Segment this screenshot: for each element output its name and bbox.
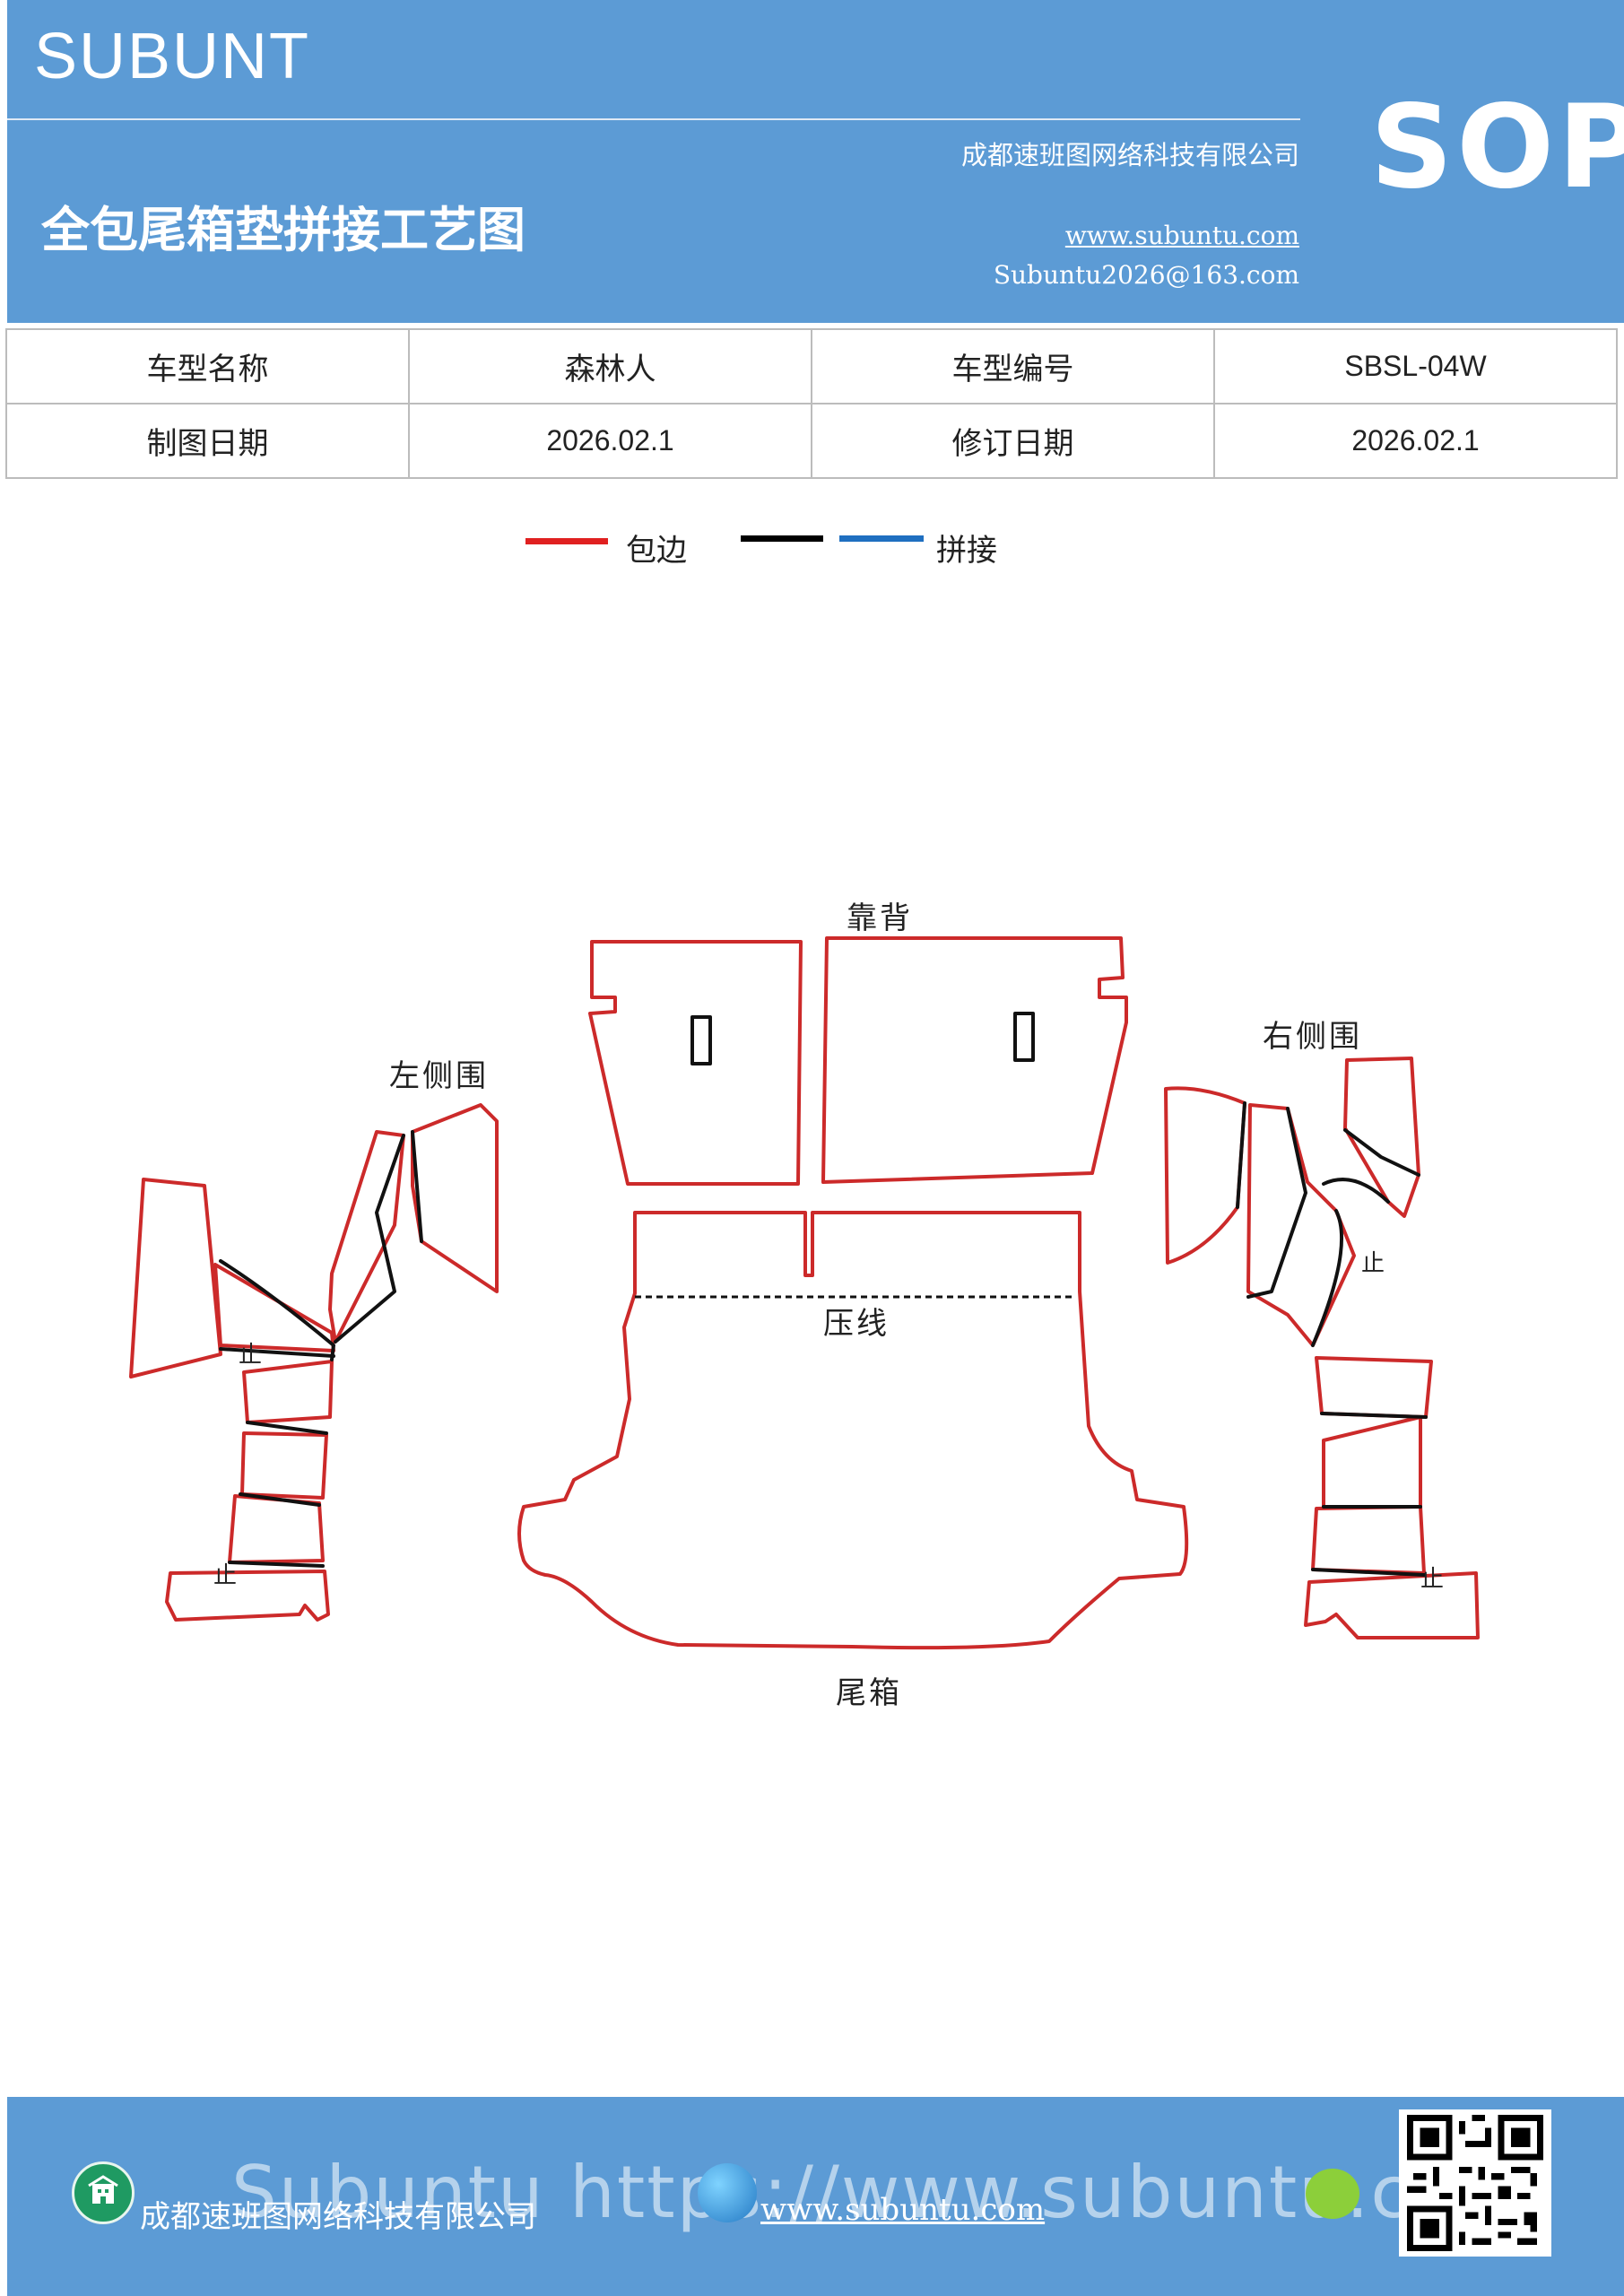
right-seam-3 (1343, 1128, 1420, 1177)
left-seam-7 (228, 1561, 325, 1568)
qr-code-icon (1399, 2109, 1551, 2257)
left-seam-5 (246, 1421, 328, 1435)
revision-date-label: 修订日期 (811, 403, 1215, 479)
right-seam-5 (1311, 1209, 1344, 1347)
footer-banner: Subuntu https://www.subuntu.com 成都速班图网络科… (7, 2097, 1624, 2296)
footer-website-link[interactable]: www.subuntu.com (760, 2192, 1046, 2228)
left-seam-1 (411, 1130, 423, 1243)
left-side-strip-b (240, 1431, 328, 1500)
brand-name: SUBUNT (34, 21, 311, 92)
wechat-icon (1306, 2169, 1359, 2219)
backrest-right-slot (1013, 1012, 1035, 1062)
building-icon (72, 2161, 135, 2224)
right-seam-8 (1311, 1568, 1426, 1577)
table-row: 车型名称 森林人 车型编号 SBSL-04W (5, 328, 1618, 404)
footer-company-name: 成都速班图网络科技有限公司 (140, 2199, 536, 2235)
left-side-flap (129, 1178, 222, 1378)
sop-label: SOP (1370, 81, 1624, 214)
website-link[interactable]: www.subuntu.com (1064, 221, 1299, 250)
trunk-label: 尾箱 (836, 1675, 902, 1711)
left-side-link (213, 1263, 335, 1352)
right-side-mid-panel (1246, 1103, 1356, 1347)
email-address: Subuntu2026@163.com (993, 260, 1299, 290)
backrest-right-panel (821, 936, 1128, 1184)
stop-mark: 止 (1361, 1250, 1388, 1277)
left-side-strip-a (242, 1360, 334, 1424)
left-seam-3 (219, 1259, 335, 1361)
trunk-panel (517, 1211, 1189, 1650)
company-name: 成都速班图网络科技有限公司 (960, 140, 1299, 170)
right-side-label: 右侧围 (1263, 1019, 1362, 1055)
legend-edge-swatch (525, 538, 608, 544)
stop-mark: 止 (213, 1562, 240, 1589)
backrest-label: 靠背 (847, 900, 913, 936)
model-name-value: 森林人 (408, 328, 812, 404)
legend-seam-label: 拼接 (936, 533, 997, 569)
left-side-strip-c (228, 1494, 325, 1564)
left-seam-6 (239, 1492, 321, 1507)
right-side-foot (1304, 1571, 1480, 1639)
press-line-label: 压线 (823, 1306, 890, 1342)
revision-date-value: 2026.02.1 (1213, 403, 1618, 479)
page-title: 全包尾箱垫拼接工艺图 (41, 202, 525, 258)
right-side-flap (1164, 1086, 1246, 1265)
left-side-top-panel (411, 1103, 499, 1293)
header-divider (7, 118, 1300, 120)
right-side-strip-a (1315, 1356, 1433, 1419)
legend-seam-swatch (839, 535, 924, 542)
vehicle-info-table: 车型名称 森林人 车型编号 SBSL-04W 制图日期 2026.02.1 修订… (5, 328, 1618, 479)
table-row: 制图日期 2026.02.1 修订日期 2026.02.1 (5, 403, 1618, 479)
draw-date-label: 制图日期 (5, 403, 410, 479)
right-side-top-panel (1343, 1057, 1420, 1218)
stop-mark: 止 (239, 1342, 265, 1369)
draw-date-value: 2026.02.1 (408, 403, 812, 479)
right-side-strip-c (1311, 1505, 1426, 1575)
mat-layout-diagram (129, 936, 1480, 1650)
left-side-foot (165, 1570, 330, 1622)
header-banner: SUBUNT SOP 成都速班图网络科技有限公司 全包尾箱垫拼接工艺图 www.… (7, 0, 1624, 323)
left-side-label: 左侧围 (389, 1058, 489, 1094)
globe-icon (698, 2163, 757, 2222)
model-code-value: SBSL-04W (1213, 328, 1618, 404)
legend-edge-label: 包边 (626, 533, 687, 569)
model-name-label: 车型名称 (5, 328, 410, 404)
stop-mark: 止 (1420, 1566, 1447, 1593)
right-seam-1 (1236, 1101, 1246, 1209)
left-seam-2 (334, 1134, 405, 1344)
right-seam-2 (1246, 1107, 1307, 1299)
right-seam-6 (1320, 1412, 1428, 1419)
backrest-left-panel (588, 940, 803, 1186)
legend-black-swatch (741, 535, 823, 542)
model-code-label: 车型编号 (811, 328, 1215, 404)
right-side-strip-b (1322, 1415, 1422, 1509)
backrest-left-slot (690, 1015, 712, 1065)
right-seam-4 (1322, 1178, 1390, 1204)
left-seam-4 (219, 1347, 335, 1358)
